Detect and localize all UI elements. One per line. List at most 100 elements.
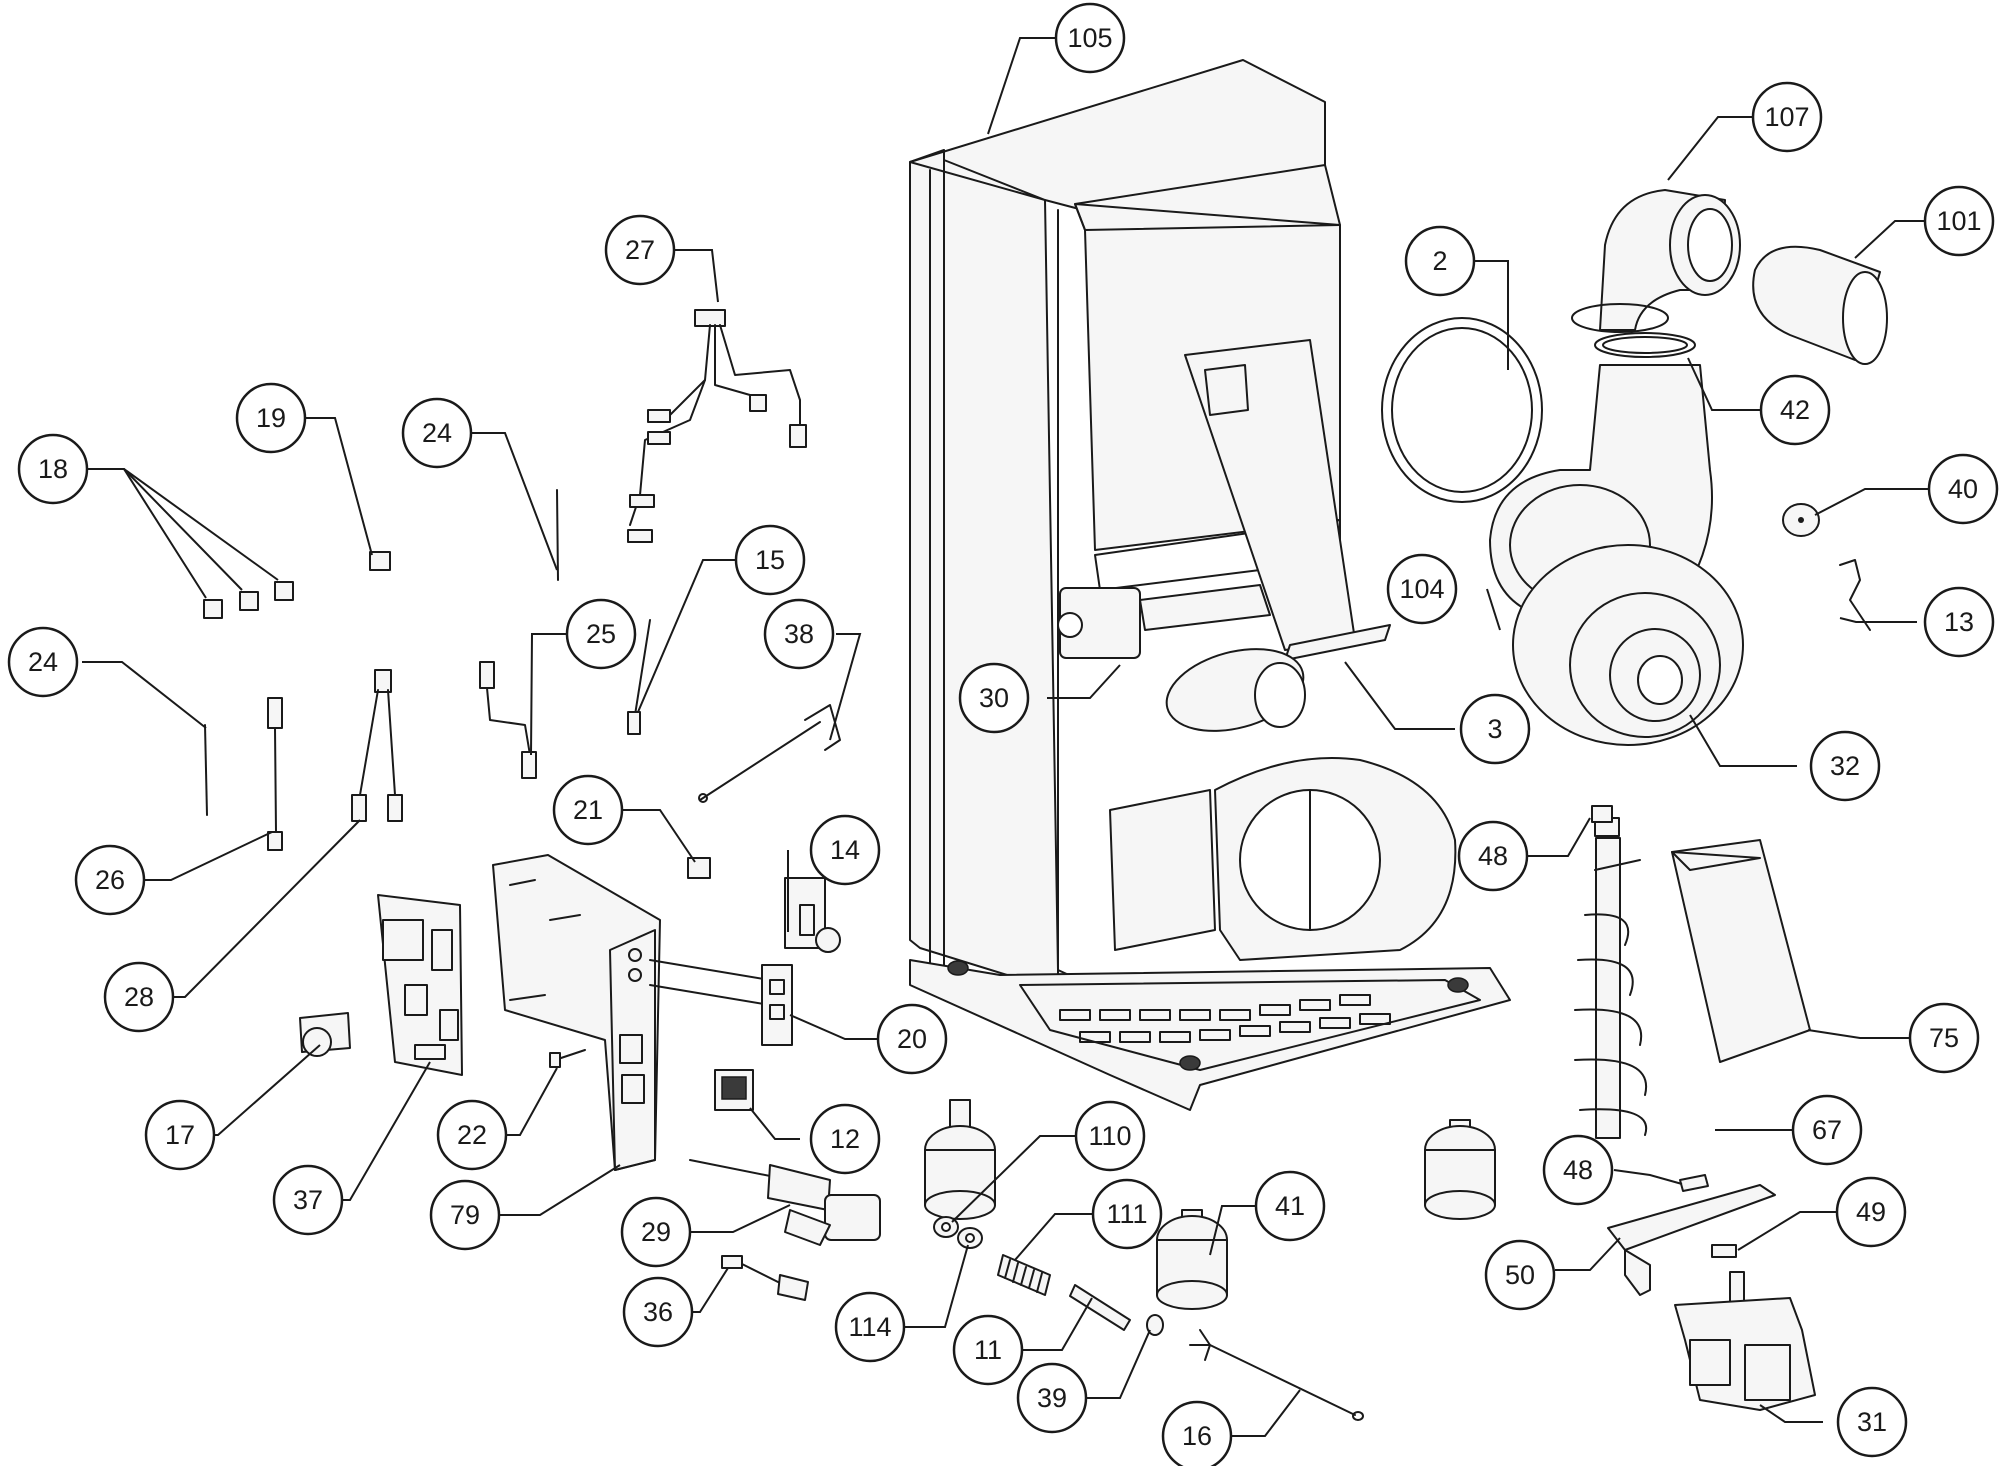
callout-12: 12 [809, 1103, 881, 1175]
plate-50 [1607, 1184, 1776, 1296]
rod-38 [698, 704, 841, 803]
callout-2: 2 [1404, 225, 1476, 297]
callout-105: 105 [1054, 2, 1126, 74]
knob-17 [299, 1012, 351, 1057]
callout-75: 75 [1908, 1002, 1980, 1074]
stove-body [909, 59, 1511, 1111]
pipe-adapter-101 [1752, 245, 1888, 365]
foot-right [1424, 1119, 1496, 1220]
wire-25 [479, 661, 537, 779]
svg-text:25: 25 [586, 619, 616, 649]
svg-text:79: 79 [450, 1200, 480, 1230]
svg-text:2: 2 [1432, 246, 1447, 276]
svg-text:15: 15 [755, 545, 785, 575]
probe-24-upper [556, 489, 559, 581]
svg-text:19: 19 [256, 403, 286, 433]
callout-79: 79 [429, 1179, 501, 1251]
callout-114: 114 [834, 1291, 906, 1363]
callout-104: 104 [1386, 553, 1458, 625]
callout-15: 15 [734, 524, 806, 596]
svg-text:48: 48 [1478, 841, 1508, 871]
callout-27: 27 [604, 214, 676, 286]
igniter-29 [689, 1159, 881, 1246]
svg-text:28: 28 [124, 982, 154, 1012]
svg-text:30: 30 [979, 683, 1009, 713]
svg-text:3: 3 [1487, 714, 1502, 744]
callout-67: 67 [1791, 1094, 1863, 1166]
blower-motor-32 [1512, 544, 1744, 746]
wiring-harness-27 [627, 309, 807, 543]
callout-11: 11 [952, 1314, 1024, 1386]
svg-text:48: 48 [1563, 1155, 1593, 1185]
callout-37: 37 [272, 1164, 344, 1236]
callout-18: 18 [17, 433, 89, 505]
callout-17: 17 [144, 1099, 216, 1171]
svg-text:27: 27 [625, 235, 655, 265]
svg-text:24: 24 [422, 418, 452, 448]
spacer-48-upper [1591, 805, 1613, 823]
connectors-18 [203, 581, 294, 619]
svg-text:107: 107 [1764, 102, 1809, 132]
sensor-15 [627, 619, 651, 735]
svg-text:105: 105 [1067, 23, 1112, 53]
foot-upper-left [924, 1099, 996, 1220]
bracket-13 [1839, 559, 1871, 631]
svg-text:24: 24 [28, 647, 58, 677]
callout-24-lower: 24 [7, 626, 79, 698]
callout-24-upper: 24 [401, 397, 473, 469]
wire-26 [267, 697, 283, 851]
control-board-37 [377, 894, 463, 1076]
mounting-bracket-79 [492, 854, 661, 1171]
callout-38: 38 [763, 598, 835, 670]
callout-48-upper: 48 [1457, 820, 1529, 892]
gasket-42 [1594, 332, 1696, 358]
callout-111: 111 [1091, 1178, 1163, 1250]
svg-text:17: 17 [165, 1120, 195, 1150]
wire-28 [351, 669, 403, 822]
callout-20: 20 [876, 1003, 948, 1075]
svg-text:110: 110 [1088, 1121, 1131, 1151]
callout-25: 25 [565, 598, 637, 670]
spacer-49 [1711, 1244, 1737, 1258]
callout-3: 3 [1459, 693, 1531, 765]
callout-22: 22 [436, 1099, 508, 1171]
svg-text:50: 50 [1505, 1260, 1535, 1290]
terminal-strip-20 [649, 959, 793, 1046]
clip-21 [687, 857, 711, 879]
svg-text:16: 16 [1182, 1421, 1212, 1451]
svg-text:67: 67 [1812, 1115, 1842, 1145]
svg-text:101: 101 [1936, 206, 1981, 236]
rod-16 [1189, 1329, 1364, 1421]
svg-text:13: 13 [1944, 607, 1974, 637]
callout-48-lower: 48 [1542, 1134, 1614, 1206]
callout-107: 107 [1751, 81, 1823, 153]
svg-text:18: 18 [38, 454, 68, 484]
svg-text:111: 111 [1106, 1199, 1147, 1229]
callout-28: 28 [103, 961, 175, 1033]
pin-11 [1069, 1284, 1131, 1331]
switch-14 [784, 877, 841, 953]
rocker-switch-12 [714, 1069, 754, 1111]
callout-101: 101 [1923, 185, 1995, 257]
cover-plate-75 [1671, 839, 1811, 1063]
exhaust-elbow-107 [1571, 189, 1741, 333]
svg-text:36: 36 [643, 1297, 673, 1327]
callout-36: 36 [622, 1276, 694, 1348]
svg-text:29: 29 [641, 1217, 671, 1247]
cotter-39 [1146, 1314, 1164, 1336]
svg-text:20: 20 [897, 1024, 927, 1054]
svg-text:31: 31 [1857, 1407, 1887, 1437]
connector-19 [369, 551, 391, 571]
svg-text:39: 39 [1037, 1383, 1067, 1413]
svg-text:11: 11 [974, 1335, 1002, 1365]
callout-29: 29 [620, 1196, 692, 1268]
svg-text:12: 12 [830, 1124, 860, 1154]
auger-67 [1574, 817, 1648, 1139]
callout-32: 32 [1809, 730, 1881, 802]
callout-110: 110 [1074, 1100, 1146, 1172]
sensor-36 [721, 1255, 809, 1301]
callout-40: 40 [1927, 453, 1999, 525]
nut-114 [957, 1227, 983, 1249]
svg-text:49: 49 [1856, 1197, 1886, 1227]
